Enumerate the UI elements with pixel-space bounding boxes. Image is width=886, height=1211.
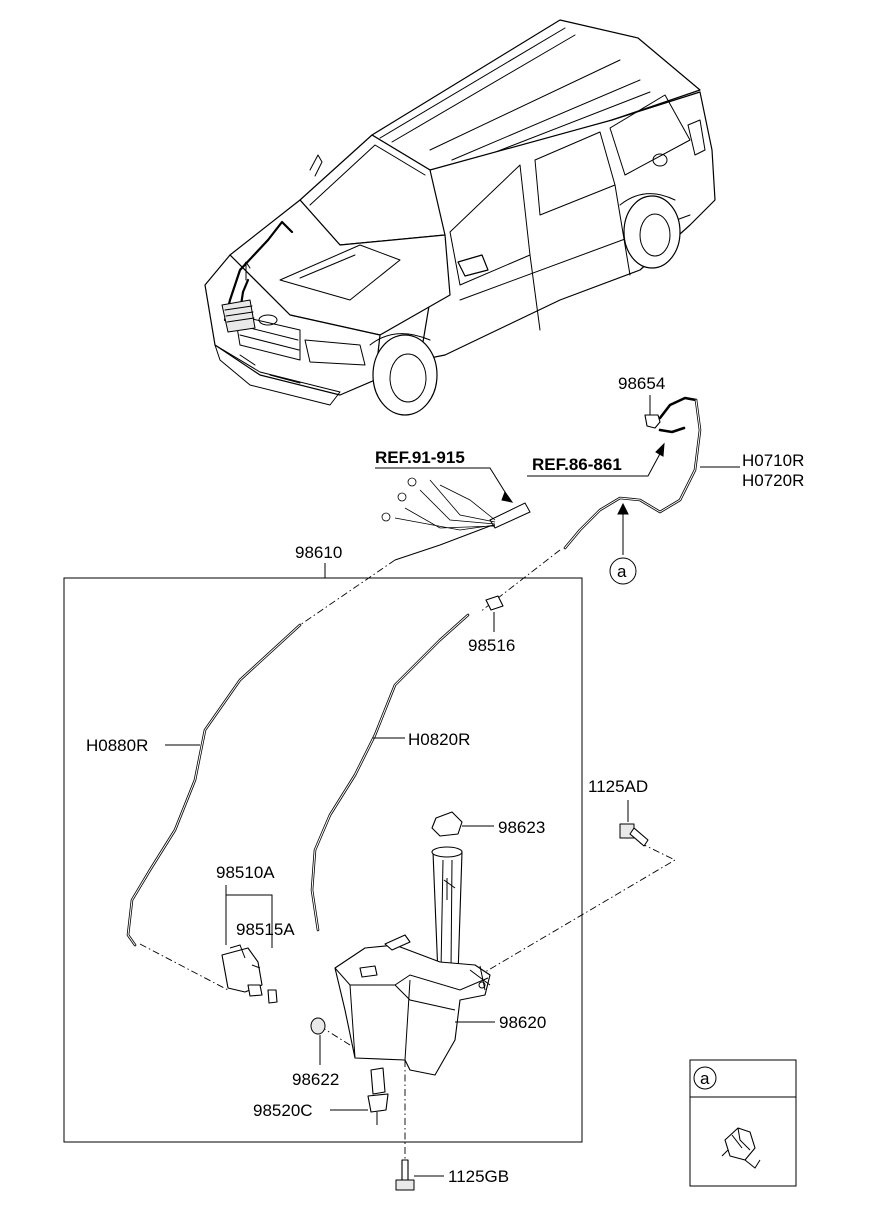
grommet-part: 98622 [292, 1017, 339, 1089]
assembly-label: 98610 [295, 543, 342, 562]
reservoir-label: 98620 [499, 1013, 546, 1032]
cap-part: 98623 [431, 811, 545, 837]
left-hose: H0880R [86, 623, 302, 947]
vehicle-illustration [204, 19, 716, 416]
ref-wiring-label: REF.91-915 [375, 448, 465, 467]
pump-seal-label: 98515A [236, 920, 295, 939]
body-ref: REF.86-861 [527, 442, 665, 477]
motor-pump-label: 98510A [216, 863, 275, 882]
callout-letter: a [617, 562, 627, 581]
hose-front-label-2: H0720R [742, 471, 804, 490]
right-hose: H0820R [310, 613, 470, 932]
lower-bolt-part: 1125GB [395, 1159, 509, 1191]
hose-left-label: H0880R [86, 736, 148, 755]
grommet-label: 98622 [292, 1070, 339, 1089]
ref-body-label: REF.86-861 [532, 455, 622, 474]
cap-label: 98623 [498, 818, 545, 837]
nozzle-part: 98654 [618, 374, 698, 434]
hose-front-label-1: H0710R [742, 451, 804, 470]
reservoir-part: 98620 [334, 846, 546, 1076]
level-sensor-part: 98520C [253, 1067, 389, 1125]
motor-pump-part: 98510A 98515A [216, 863, 295, 1004]
connector-label: 98516 [468, 636, 515, 655]
nozzle-label: 98654 [618, 374, 665, 393]
hose-right-label: H0820R [408, 730, 470, 749]
bolt-lower-label: 1125GB [448, 1167, 509, 1186]
connector-part: 98516 [468, 595, 515, 655]
front-hose: H0710R H0720R a [563, 398, 804, 585]
bolt-upper-label: 1125AD [588, 777, 648, 796]
legend-letter: a [700, 1069, 710, 1088]
assembly-box [63, 577, 583, 1143]
wiring-harness-ref: REF.91-915 [375, 448, 531, 561]
assembly-guide-lines [139, 549, 676, 1160]
upper-bolt-part: 1125AD [588, 777, 649, 847]
clip-legend-box: a [689, 1059, 797, 1187]
level-sensor-label: 98520C [253, 1101, 313, 1120]
